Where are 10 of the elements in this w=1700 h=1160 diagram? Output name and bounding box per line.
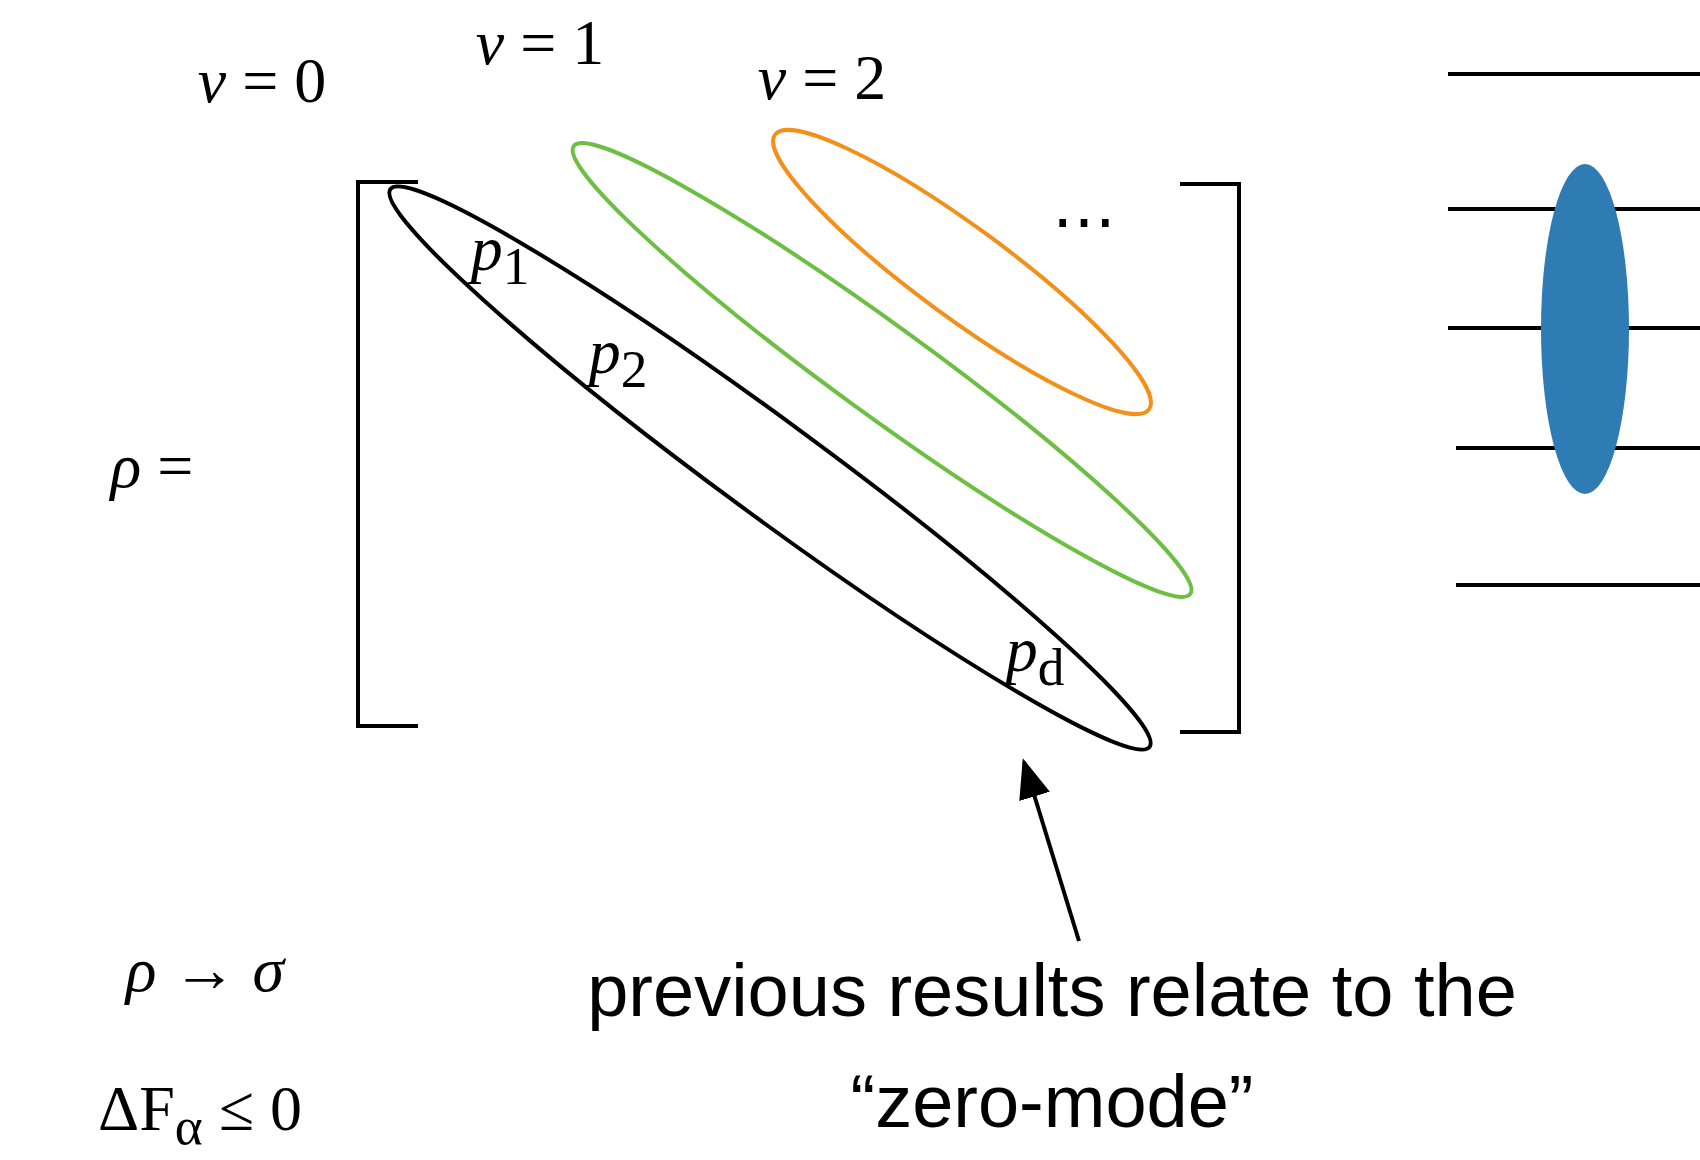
math-label: p$_{d}$ — [1005, 617, 1065, 695]
math-label: ΔF$_{α}$ ≤ 0 — [98, 1076, 302, 1154]
math-label: ν = 0 — [197, 49, 327, 113]
leader-line — [1019, 758, 1081, 942]
math-label: ⋯ — [1052, 190, 1116, 254]
math-label: p$_{2}$ — [588, 319, 648, 397]
math-label: ν = 2 — [757, 46, 887, 110]
ellipse-outline — [387, 184, 1153, 752]
math-label: ν = 1 — [475, 11, 605, 75]
caption-text: previous results relate to the “zero-mode” — [552, 935, 1552, 1157]
